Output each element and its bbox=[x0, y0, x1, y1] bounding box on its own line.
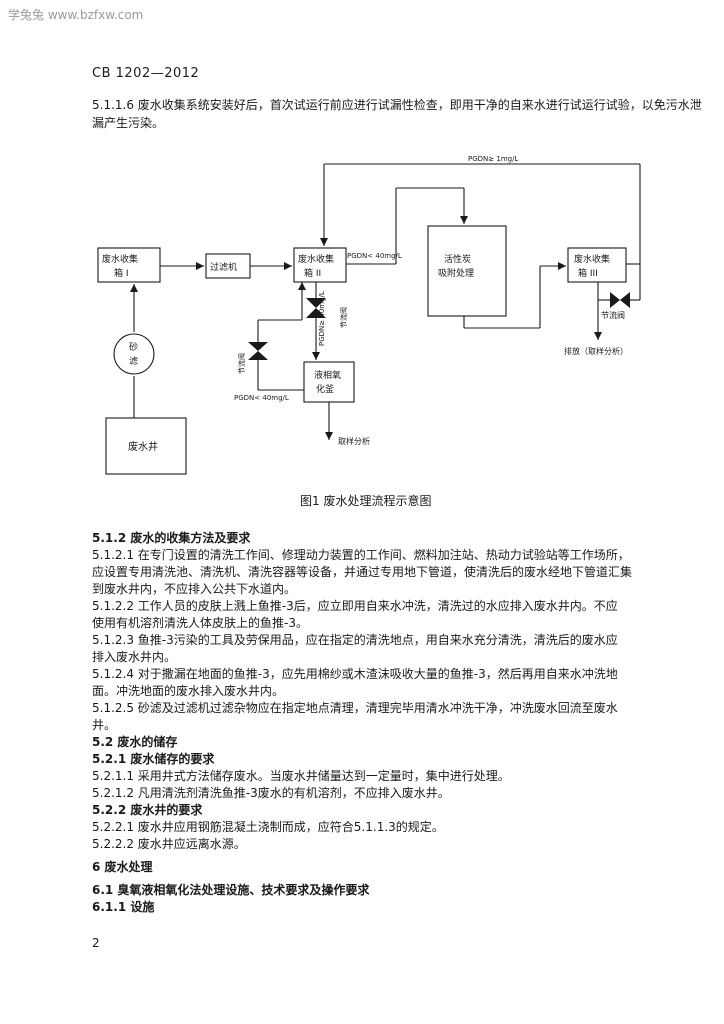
text-line: 5.2.2.1 废水井应用钢筋混凝土浇制而成，应符合5.1.1.3的规定。 bbox=[92, 820, 444, 834]
page-number: 2 bbox=[92, 936, 100, 950]
text-line: 井。 bbox=[92, 718, 117, 732]
label-pgdn-left: PGDN< 40mg/L bbox=[234, 394, 289, 402]
text-line: 5.2.1.1 采用井式方法储存废水。当废水井储量达到一定量时，集中进行处理。 bbox=[92, 769, 510, 783]
section-heading: 6.1.1 设施 bbox=[92, 900, 155, 914]
label-carbon-l2: 吸附处理 bbox=[438, 267, 474, 279]
label-carbon-l1: 活性炭 bbox=[444, 253, 471, 265]
text-line: 5.1.2.1 在专门设置的清洗工作间、修理动力装置的工作间、燃料加注站、热动力… bbox=[92, 548, 630, 562]
section-heading: 5.1.2 废水的收集方法及要求 bbox=[92, 531, 251, 545]
section-heading: 6 废水处理 bbox=[92, 860, 153, 874]
valve-icon bbox=[248, 342, 268, 351]
figure-caption: 图1 废水处理流程示意图 bbox=[300, 494, 432, 508]
valve-icon bbox=[610, 292, 620, 308]
box-tank1 bbox=[97, 247, 161, 283]
text-line: 应设置专用清洗池、清洗机、清洗容器等设备，并通过专用地下管道，使清洗后的废水经地… bbox=[92, 565, 633, 579]
box-carbon bbox=[427, 225, 507, 317]
box-tank2 bbox=[293, 247, 347, 283]
label-filter: 过滤机 bbox=[210, 261, 237, 273]
label-oxid-l1: 液相氧 bbox=[314, 369, 341, 381]
label-tank1-l2: 箱 I bbox=[114, 267, 129, 279]
text-line: 5.2.1.2 凡用清洗剂清洗鱼推-3废水的有机溶剂，不应排入废水井。 bbox=[92, 786, 450, 800]
text-line: 5.1.2.5 砂滤及过滤机过滤杂物应在指定地点清理，清理完毕用清水冲洗干净，冲… bbox=[92, 701, 618, 715]
watermark: 学兔兔 www.bzfxw.com bbox=[8, 8, 144, 22]
standard-number: CB 1202—2012 bbox=[92, 66, 200, 81]
label-tank3-l1: 废水收集 bbox=[574, 253, 610, 265]
section-heading: 5.2.1 废水储存的要求 bbox=[92, 752, 215, 766]
text-line: 5.1.2.3 鱼推-3污染的工具及劳保用品，应在指定的清洗地点，用自来水充分清… bbox=[92, 633, 618, 647]
text-line: 排入废水井内。 bbox=[92, 650, 177, 664]
label-sand-l1: 砂 bbox=[129, 341, 138, 353]
section-heading: 5.2.2 废水井的要求 bbox=[92, 803, 203, 817]
text-line: 5.1.2.4 对于撒漏在地面的鱼推-3，应先用棉纱或木渣沫吸收大量的鱼推-3，… bbox=[92, 667, 618, 681]
box-oxid bbox=[303, 361, 355, 403]
text-line: 5.2.2.2 废水井应远离水源。 bbox=[92, 837, 246, 851]
paragraph-5-1-1-6: 5.1.1.6 废水收集系统安装好后，首次试运行前应进行试漏性检查，即用干净的自… bbox=[92, 98, 702, 130]
label-valve-vertical: 节流阀 bbox=[339, 307, 348, 328]
label-pgdn-top: PGDN≥ 1mg/L bbox=[468, 155, 518, 163]
text-line: 5.1.2.2 工作人员的皮肤上溅上鱼推-3后，应立即用自来水冲洗，清洗过的水应… bbox=[92, 599, 618, 613]
box-tank3 bbox=[567, 247, 627, 283]
label-tank3-l2: 箱 III bbox=[578, 267, 598, 279]
label-sand-l2: 滤 bbox=[129, 355, 138, 367]
label-sample: 取样分析 bbox=[338, 436, 370, 446]
body-text: 5.1.2 废水的收集方法及要求 5.1.2.1 在专门设置的清洗工作间、修理动力… bbox=[92, 530, 702, 916]
label-oxid-l2: 化釜 bbox=[316, 383, 334, 395]
label-pgdn-mid: PGDN< 40mg/L bbox=[347, 252, 402, 260]
label-well: 废水井 bbox=[128, 440, 158, 453]
box-sand bbox=[113, 333, 155, 375]
label-tank2-l1: 废水收集 bbox=[298, 253, 334, 265]
label-tank1-l1: 废水收集 bbox=[102, 253, 138, 265]
text-line: 面。冲洗地面的废水排入废水井内。 bbox=[92, 684, 285, 698]
label-discharge: 排放（取样分析） bbox=[564, 346, 628, 356]
section-heading: 5.2 废水的储存 bbox=[92, 735, 178, 749]
label-pgdn-vertical: PGDN≥ 40mg/L bbox=[318, 291, 326, 346]
text-line: 使用有机溶剂清洗人体皮肤上的鱼推-3。 bbox=[92, 616, 308, 630]
label-valve-left: 节流阀 bbox=[237, 353, 246, 374]
label-valve-right: 节流阀 bbox=[601, 310, 625, 320]
text-line: 到废水井内，不应排入公共下水道内。 bbox=[92, 582, 297, 596]
label-tank2-l2: 箱 II bbox=[304, 267, 321, 279]
section-heading: 6.1 臭氧液相氧化法处理设施、技术要求及操作要求 bbox=[92, 883, 370, 897]
box-well bbox=[105, 417, 187, 475]
valve-icon bbox=[306, 298, 326, 308]
flow-diagram: 废水收集 箱 I 过滤机 废水收集 箱 II 活性炭 吸附处理 废水收集 箱 I… bbox=[97, 155, 641, 475]
